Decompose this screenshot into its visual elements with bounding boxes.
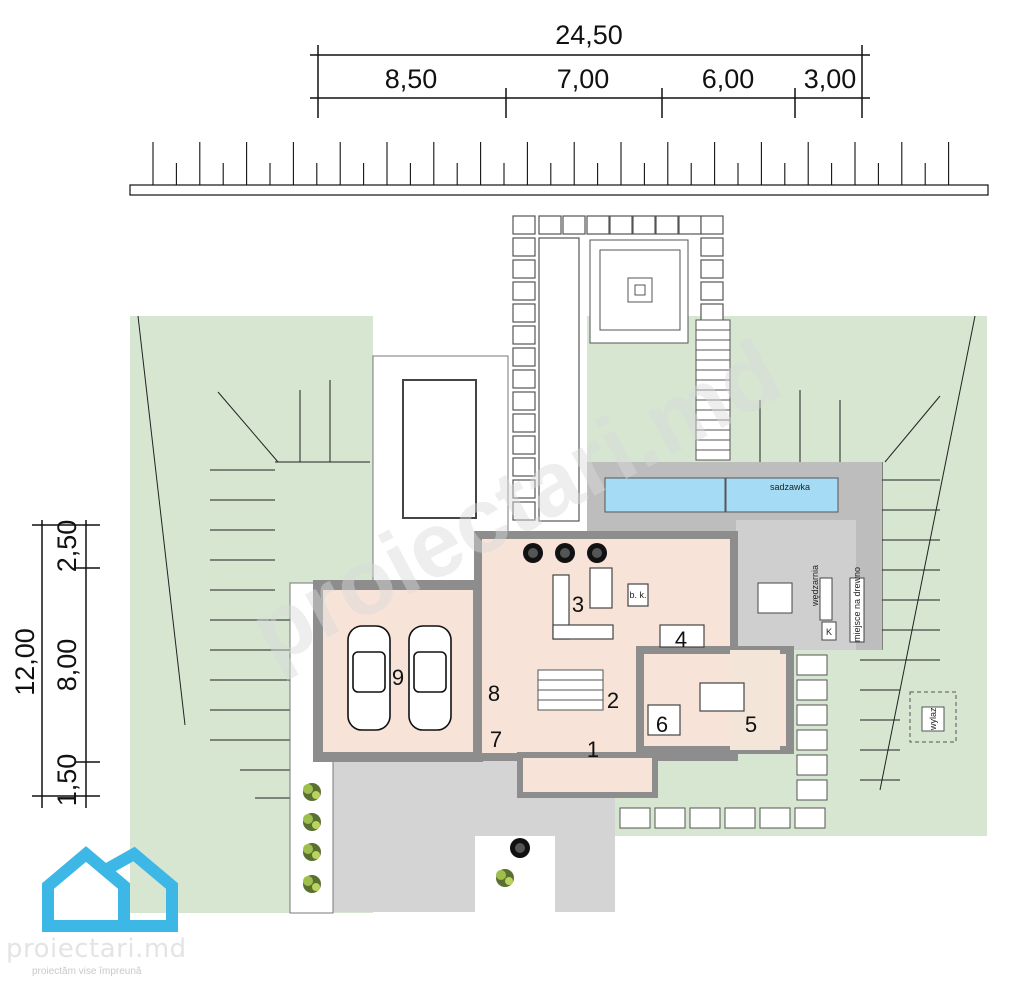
smokehouse-label: wędzarnia bbox=[810, 565, 820, 607]
logo: proiectari.md proiectăm vise împreună bbox=[2, 846, 222, 986]
fireplace-label: b. k. bbox=[629, 590, 646, 600]
room-label-6: 6 bbox=[656, 712, 668, 737]
dimension-height-segment-3: 1,50 bbox=[52, 754, 82, 807]
dimension-lines bbox=[32, 45, 870, 808]
dimension-segment-1: 8,50 bbox=[385, 64, 438, 94]
scale-ruler bbox=[129, 142, 989, 196]
room-label-2: 2 bbox=[607, 688, 619, 713]
k-box-label: K bbox=[826, 627, 832, 637]
dimension-height-segment-1: 2,50 bbox=[52, 520, 82, 573]
room-label-8: 8 bbox=[488, 681, 500, 706]
dimension-segment-4: 3,00 bbox=[804, 64, 857, 94]
garden-stairs bbox=[695, 319, 731, 461]
cars bbox=[347, 625, 452, 731]
room-label-5: 5 bbox=[745, 712, 757, 737]
dimension-total-height: 12,00 bbox=[10, 628, 40, 696]
gazebo bbox=[589, 239, 689, 344]
wood-storage-label: miejsce na drewno bbox=[852, 567, 862, 642]
room-label-4: 4 bbox=[675, 627, 687, 652]
room-label-9: 9 bbox=[392, 665, 404, 690]
dimension-segment-2: 7,00 bbox=[557, 64, 610, 94]
pavers bbox=[619, 654, 828, 829]
dimension-total-width: 24,50 bbox=[555, 20, 623, 50]
manhole-inner bbox=[921, 706, 945, 732]
manhole-label: wylaz bbox=[928, 707, 938, 731]
logo-slogan: proiectăm vise împreună bbox=[32, 966, 142, 977]
furniture bbox=[552, 567, 745, 736]
dimension-segment-3: 6,00 bbox=[702, 64, 755, 94]
stepping-stones bbox=[512, 215, 724, 522]
room-label-3: 3 bbox=[572, 592, 584, 617]
room-label-7: 7 bbox=[490, 727, 502, 752]
manhole-box bbox=[909, 691, 957, 743]
logo-house-icon bbox=[42, 846, 178, 932]
room-label-1: 1 bbox=[587, 737, 599, 762]
pond-label: sadzawka bbox=[770, 482, 810, 492]
dimension-height-segment-2: 8,00 bbox=[52, 639, 82, 692]
logo-name: proiectari.md bbox=[6, 934, 187, 964]
